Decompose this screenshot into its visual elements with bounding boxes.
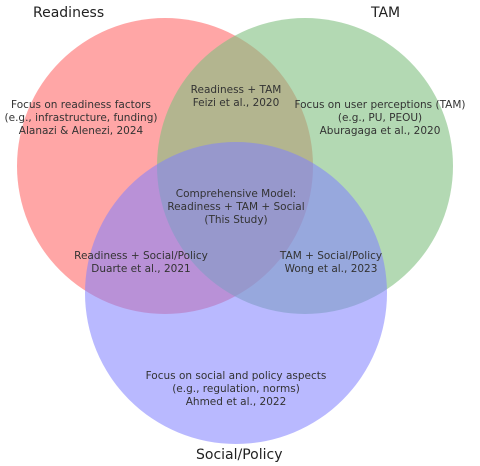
readiness-social-label: Readiness + Social/Policy Duarte et al.,… — [74, 250, 208, 275]
tam-social-line-2: Wong et al., 2023 — [285, 263, 378, 275]
social-only-line-2: (e.g., regulation, norms) — [172, 383, 300, 395]
tam-only-line-2: (e.g., PU, PEOU) — [338, 112, 422, 124]
readiness-only-label: Focus on readiness factors (e.g., infras… — [5, 99, 158, 137]
readiness-tam-line-2: Feizi et al., 2020 — [193, 97, 280, 109]
readiness-social-line-2: Duarte et al., 2021 — [91, 263, 190, 275]
tam-only-label: Focus on user perceptions (TAM) (e.g., P… — [294, 99, 465, 137]
social-only-line-1: Focus on social and policy aspects — [146, 370, 327, 382]
center-line-3: (This Study) — [204, 214, 267, 226]
tam-only-line-3: Aburagaga et al., 2020 — [320, 125, 441, 137]
social-only-label: Focus on social and policy aspects (e.g.… — [146, 370, 327, 408]
readiness-social-line-1: Readiness + Social/Policy — [74, 250, 208, 262]
center-line-1: Comprehensive Model: — [176, 188, 296, 200]
center-label: Comprehensive Model: Readiness + TAM + S… — [167, 188, 304, 226]
tam-social-label: TAM + Social/Policy Wong et al., 2023 — [279, 250, 382, 275]
readiness-only-line-3: Alanazi & Alenezi, 2024 — [19, 125, 144, 137]
readiness-tam-label: Readiness + TAM Feizi et al., 2020 — [191, 84, 282, 109]
tam-title: TAM — [370, 5, 400, 21]
readiness-title: Readiness — [33, 5, 104, 21]
tam-only-line-1: Focus on user perceptions (TAM) — [294, 99, 465, 111]
social-policy-circle — [85, 142, 387, 444]
center-line-2: Readiness + TAM + Social — [167, 201, 304, 213]
tam-social-line-1: TAM + Social/Policy — [279, 250, 382, 262]
readiness-only-line-1: Focus on readiness factors — [11, 99, 151, 111]
readiness-only-line-2: (e.g., infrastructure, funding) — [5, 112, 158, 124]
social-policy-title: Social/Policy — [196, 447, 283, 463]
readiness-tam-line-1: Readiness + TAM — [191, 84, 282, 96]
social-only-line-3: Ahmed et al., 2022 — [186, 396, 287, 408]
